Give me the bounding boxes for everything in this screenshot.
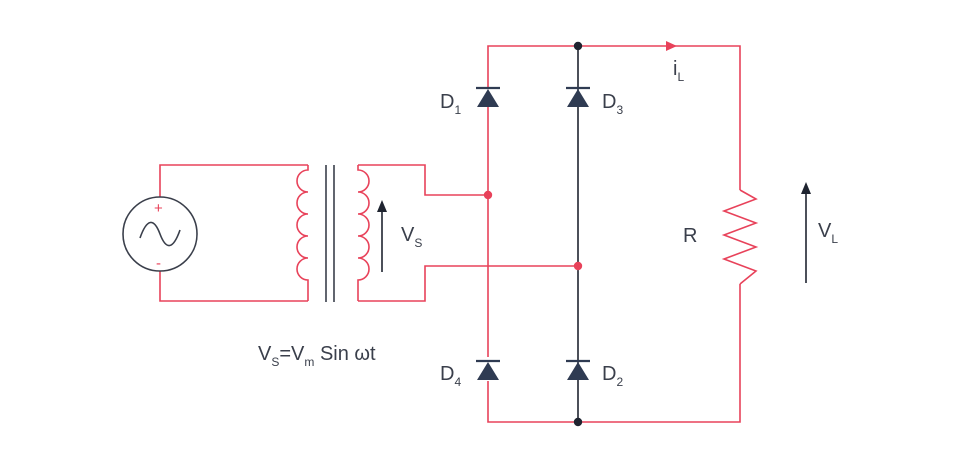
d1-label: D1 — [440, 91, 461, 117]
ac-source: + - — [122, 196, 198, 272]
il-label: iL — [673, 58, 684, 84]
secondary-wires — [358, 164, 578, 302]
current-arrow-icon — [666, 41, 677, 51]
load-wire — [578, 45, 741, 423]
node-left-input — [483, 190, 493, 200]
d4-label: D4 — [440, 363, 461, 389]
resistor — [721, 189, 759, 285]
node-bottom — [573, 417, 583, 427]
d2-label: D2 — [602, 363, 623, 389]
node-top — [573, 41, 583, 51]
left-bridge-wire — [487, 45, 578, 423]
diode-d1 — [476, 86, 500, 107]
primary-coil — [296, 165, 309, 301]
resistor-label: R — [683, 225, 697, 247]
ac-source-circle — [122, 196, 198, 272]
diode-d2 — [566, 359, 590, 380]
secondary-coil — [357, 165, 370, 301]
d3-label: D3 — [602, 91, 623, 117]
vs-arrow — [377, 200, 387, 272]
transformer-core — [325, 165, 335, 302]
primary-wires — [159, 164, 308, 302]
diode-d4 — [476, 359, 500, 380]
node-right-input — [573, 261, 583, 271]
sine-wave-icon — [139, 221, 181, 247]
vl-label: VL — [818, 220, 838, 246]
vs-label: VS — [401, 224, 422, 250]
source-plus-sign: + — [154, 200, 163, 217]
source-minus-sign: - — [156, 255, 161, 272]
diode-d3 — [566, 86, 590, 107]
vl-arrow — [801, 182, 811, 283]
source-equation: VS=Vm Sin ωt — [258, 343, 376, 369]
